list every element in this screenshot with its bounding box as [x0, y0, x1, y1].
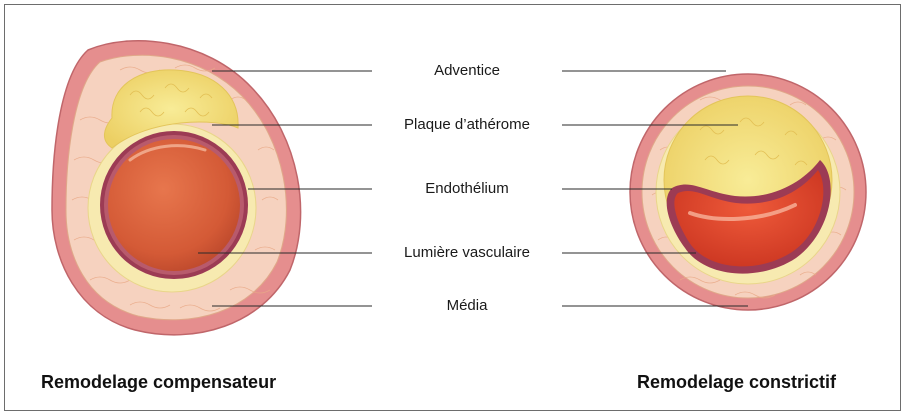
label-adventice: Adventice [434, 62, 500, 79]
left-artery [52, 41, 301, 335]
label-plaque: Plaque d’athérome [404, 116, 530, 133]
label-endothelium: Endothélium [425, 180, 508, 197]
caption-right: Remodelage constrictif [637, 372, 836, 393]
caption-left: Remodelage compensateur [41, 372, 276, 393]
right-artery [630, 74, 866, 310]
label-lumiere: Lumière vasculaire [404, 244, 530, 261]
label-media: Média [447, 297, 488, 314]
left-lumen [108, 139, 240, 271]
